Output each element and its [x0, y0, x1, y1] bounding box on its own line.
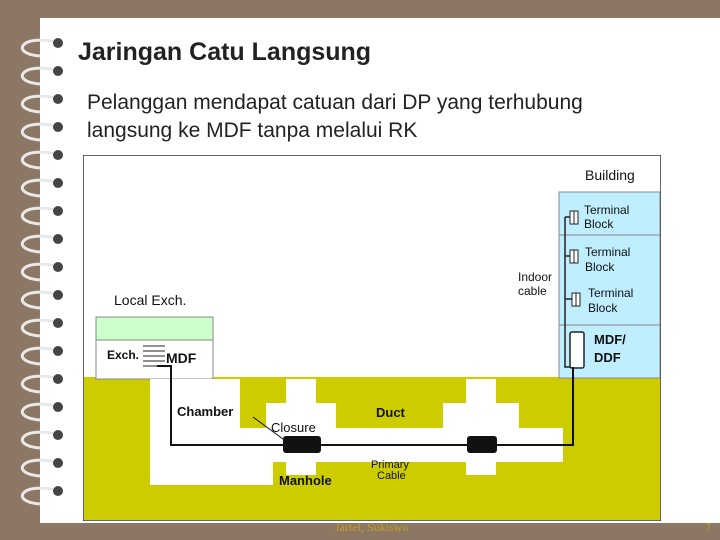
exch-label: Exch.	[107, 348, 139, 362]
closure-1	[283, 436, 321, 453]
notebook-spiral-binding	[20, 38, 63, 506]
page-number: 7	[705, 520, 711, 534]
building-label: Building	[585, 167, 635, 183]
duct-label: Duct	[376, 405, 406, 420]
mdf-ddf-label-2: DDF	[594, 350, 621, 365]
terminal-block-3-label: Terminal	[588, 286, 633, 300]
mdf-ddf-label: MDF/	[594, 332, 626, 347]
slide-title: Jaringan Catu Langsung	[78, 38, 372, 66]
terminal-block-3: Terminal Block	[571, 286, 633, 315]
manhole-label: Manhole	[279, 473, 332, 488]
closure-2	[467, 436, 497, 453]
terminal-block-1: Terminal Block	[569, 203, 629, 231]
terminal-block-2-label-2: Block	[585, 260, 615, 274]
primary-cable-label-2: Cable	[377, 470, 406, 482]
terminal-block-1-label-2: Block	[584, 217, 614, 231]
exch-mdf-jumpers	[143, 345, 165, 367]
primary-cable-route	[157, 365, 574, 446]
closure-label: Closure	[271, 420, 316, 435]
terminal-block-2: Terminal Block	[569, 245, 630, 274]
indoor-cable-riser	[564, 216, 572, 327]
indoor-cable-label-2: cable	[518, 284, 547, 298]
mdf-label: MDF	[166, 350, 197, 366]
footer-author: Jartel, Sukiswo	[335, 520, 409, 534]
terminal-block-3-label-2: Block	[588, 301, 618, 315]
terminal-block-2-label: Terminal	[585, 245, 630, 259]
body-line-1: Pelanggan mendapat catuan dari DP yang t…	[87, 91, 583, 114]
slide-body-text: Pelanggan mendapat catuan dari DP yang t…	[87, 89, 583, 145]
local-exch-label: Local Exch.	[114, 292, 186, 308]
network-diagram: Building Terminal Block Terminal Block T…	[83, 155, 661, 521]
building-mdf-ddf-frame	[569, 331, 585, 369]
chamber-label: Chamber	[177, 404, 233, 419]
terminal-block-1-label: Terminal	[584, 203, 629, 217]
closure-pointer	[252, 416, 284, 440]
primary-cable-label: Primary	[371, 459, 409, 471]
indoor-cable-label: Indoor	[518, 270, 552, 284]
body-line-2: langsung ke MDF tanpa melalui RK	[87, 119, 418, 142]
